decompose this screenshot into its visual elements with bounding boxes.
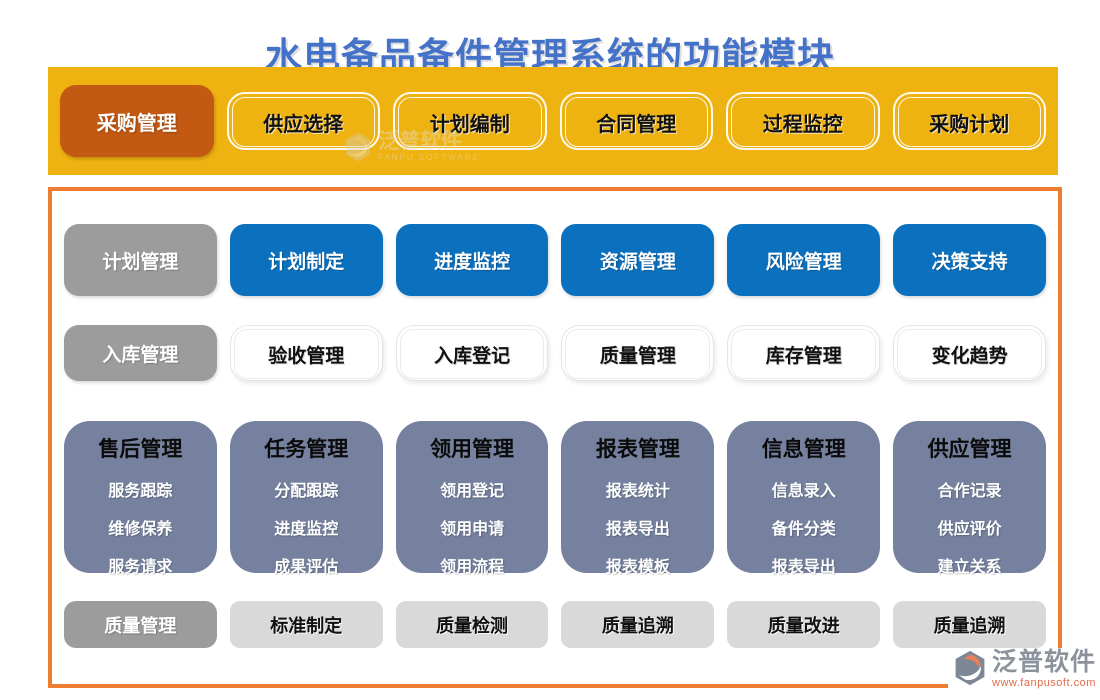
storage-item-label: 质量管理: [565, 329, 711, 379]
procurement-banner: 采购管理 供应选择 计划编制 合同管理 过程监控 采购计划 泛普软件 FANPU…: [48, 67, 1058, 175]
card-item: 建立关系: [937, 559, 1002, 576]
banner-item-process-monitor[interactable]: 过程监控: [726, 92, 880, 150]
storage-item-label: 变化趋势: [897, 329, 1042, 379]
footer-brand-name: 泛普软件: [992, 648, 1097, 676]
row-storage-lead[interactable]: 入库管理: [64, 325, 217, 381]
row-plan-item-risk-mgmt[interactable]: 风险管理: [727, 224, 881, 296]
banner-item-plan-compile[interactable]: 计划编制: [393, 92, 547, 150]
card-item: 领用申请: [440, 521, 505, 538]
card-item: 领用登记: [440, 483, 505, 500]
card-supply[interactable]: 供应管理 合作记录 供应评价 建立关系: [893, 421, 1046, 576]
card-item: 进度监控: [274, 521, 339, 538]
card-item: 服务跟踪: [108, 483, 173, 500]
row-quality-lead[interactable]: 质量管理: [64, 601, 217, 648]
card-item: 合作记录: [937, 483, 1002, 500]
row-storage-item-inventory[interactable]: 库存管理: [727, 325, 881, 381]
card-row: 售后管理 服务跟踪 维修保养 服务请求 任务管理 分配跟踪 进度监控 成果评估 …: [52, 421, 1058, 576]
card-item: 报表导出: [605, 521, 670, 538]
row-plan-item-plan-make[interactable]: 计划制定: [229, 224, 383, 296]
card-title: 信息管理: [761, 438, 846, 461]
card-title: 售后管理: [98, 438, 183, 461]
banner-item-label: 过程监控: [731, 97, 875, 147]
banner-item-label: 采购计划: [897, 97, 1041, 147]
footer-texts: 泛普软件 www.fanpusoft.com: [992, 650, 1096, 689]
row-plan-item-resource-mgmt[interactable]: 资源管理: [561, 224, 715, 296]
card-item: 报表模板: [605, 559, 670, 576]
row-storage: 入库管理 验收管理 入库登记 质量管理 库存管理 变化趋势: [52, 325, 1058, 381]
banner-item-label: 合同管理: [564, 97, 708, 147]
module-board: 计划管理 计划制定 进度监控 资源管理 风险管理 决策支持 入库管理 验收管理 …: [48, 187, 1062, 688]
row-plan-item-progress-monitor[interactable]: 进度监控: [395, 224, 549, 296]
footer-url-link[interactable]: www.fanpusoft.com: [992, 677, 1096, 689]
card-item: 维修保养: [108, 521, 173, 538]
card-report[interactable]: 报表管理 报表统计 报表导出 报表模板: [561, 421, 715, 576]
storage-item-label: 库存管理: [731, 329, 877, 379]
card-title: 供应管理: [927, 438, 1012, 461]
footer-brand-block: 泛普软件 www.fanpusoft.com: [948, 648, 1100, 691]
card-item: 报表导出: [771, 559, 836, 576]
card-item: 成果评估: [274, 559, 339, 576]
row-quality-item-standard[interactable]: 标准制定: [229, 601, 383, 648]
card-item: 信息录入: [771, 483, 836, 500]
banner-item-contract-mgmt[interactable]: 合同管理: [559, 92, 713, 150]
banner-lead-button[interactable]: 采购管理: [60, 85, 214, 157]
card-item: 报表统计: [605, 483, 670, 500]
row-storage-item-register[interactable]: 入库登记: [395, 325, 549, 381]
row-quality-item-inspect[interactable]: 质量检测: [395, 601, 549, 648]
card-title: 领用管理: [430, 438, 515, 461]
row-storage-item-quality[interactable]: 质量管理: [561, 325, 715, 381]
banner-item-purchase-plan[interactable]: 采购计划: [892, 92, 1046, 150]
storage-item-label: 验收管理: [233, 329, 379, 379]
card-requisition[interactable]: 领用管理 领用登记 领用申请 领用流程: [395, 421, 549, 576]
row-plan: 计划管理 计划制定 进度监控 资源管理 风险管理 决策支持: [52, 224, 1058, 296]
row-storage-item-trend[interactable]: 变化趋势: [893, 325, 1046, 381]
row-quality-item-trace-1[interactable]: 质量追溯: [561, 601, 715, 648]
card-title: 任务管理: [264, 438, 349, 461]
card-aftersales[interactable]: 售后管理 服务跟踪 维修保养 服务请求: [64, 421, 217, 576]
banner-item-supplier-select[interactable]: 供应选择: [226, 92, 380, 150]
card-item: 备件分类: [771, 521, 836, 538]
card-item: 领用流程: [440, 559, 505, 576]
row-quality-item-improve[interactable]: 质量改进: [727, 601, 881, 648]
row-plan-item-decision-support[interactable]: 决策支持: [893, 224, 1046, 296]
card-item: 供应评价: [937, 521, 1002, 538]
row-plan-lead[interactable]: 计划管理: [64, 224, 217, 296]
banner-item-label: 供应选择: [231, 97, 375, 147]
card-item: 分配跟踪: [274, 483, 339, 500]
card-task[interactable]: 任务管理 分配跟踪 进度监控 成果评估: [229, 421, 383, 576]
storage-item-label: 入库登记: [399, 329, 545, 379]
watermark-subtext: FANPU SOFTWARE: [378, 153, 480, 162]
banner-item-label: 计划编制: [398, 97, 542, 147]
row-quality-item-trace-2[interactable]: 质量追溯: [893, 601, 1046, 648]
row-storage-item-acceptance[interactable]: 验收管理: [229, 325, 383, 381]
card-information[interactable]: 信息管理 信息录入 备件分类 报表导出: [727, 421, 881, 576]
fanpu-logo-icon: [955, 650, 985, 686]
card-title: 报表管理: [595, 438, 680, 461]
card-item: 服务请求: [108, 559, 173, 576]
row-quality: 质量管理 标准制定 质量检测 质量追溯 质量改进 质量追溯: [52, 601, 1058, 648]
